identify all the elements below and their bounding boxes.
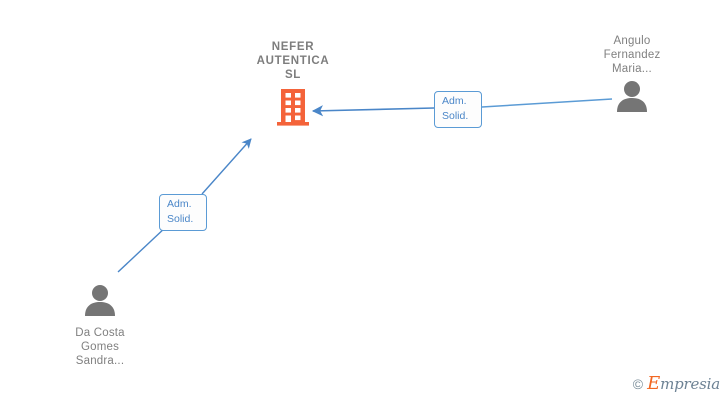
person-icon[interactable] (83, 284, 117, 321)
copyright-icon: © (632, 375, 644, 392)
node-person-left[interactable]: Da Costa Gomes Sandra... (45, 284, 155, 368)
edge-right-segment-inner (311, 105, 435, 117)
edge-left-segment-inner (201, 138, 252, 195)
edge-label-adm-solid-left[interactable]: Adm. Solid. (159, 194, 207, 231)
edge-left-segment-outer (117, 225, 168, 273)
company-name-label: NEFER AUTENTICA SL (256, 41, 330, 81)
edge-right-person-to-company (311, 98, 613, 117)
edge-right-segment-outer (481, 98, 613, 108)
edge-left-person-to-company (117, 138, 252, 273)
node-person-right[interactable]: Angulo Fernandez Maria... (577, 34, 687, 117)
watermark-empresia: © Empresia (633, 373, 720, 394)
building-icon[interactable] (275, 87, 311, 132)
person-icon[interactable] (615, 80, 649, 117)
brand-wordmark: Empresia (647, 373, 720, 394)
node-company[interactable]: NEFER AUTENTICA SL (238, 40, 348, 132)
person-left-name-label: Da Costa Gomes Sandra... (75, 327, 125, 367)
brand-initial: E (647, 373, 661, 394)
edge-label-adm-solid-right[interactable]: Adm. Solid. (434, 91, 482, 128)
person-right-name-label: Angulo Fernandez Maria... (603, 35, 661, 75)
brand-rest: mpresia (660, 375, 720, 393)
